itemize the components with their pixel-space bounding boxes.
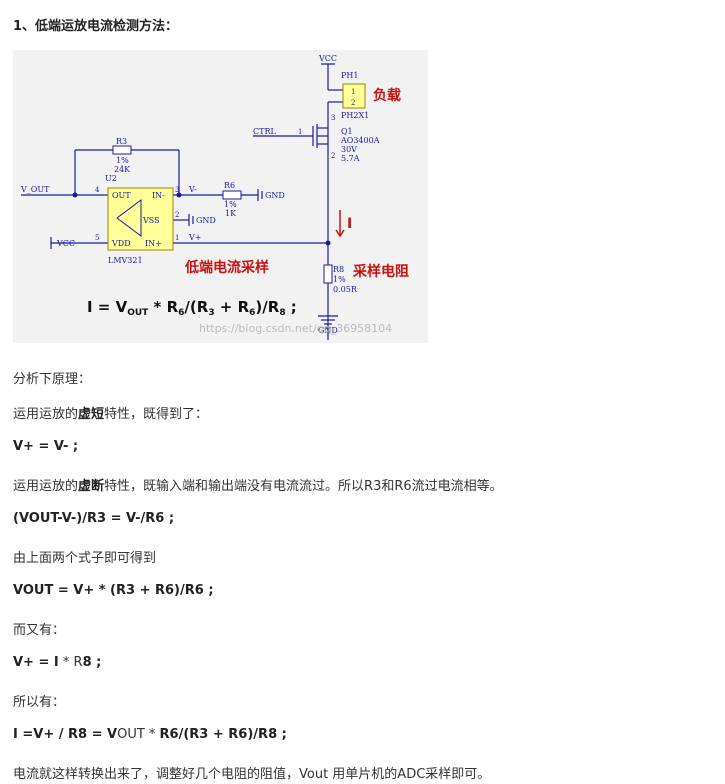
ctrl-label: CTRL xyxy=(253,127,276,136)
formula-part: ; xyxy=(286,298,297,316)
gnd3-label: GND xyxy=(318,326,338,335)
node-dot xyxy=(176,192,182,198)
r3-label: R3 xyxy=(116,137,127,146)
section-heading: 1、低端运放电流检测方法： xyxy=(13,19,179,34)
opamp-part-label: LMV321 xyxy=(108,256,143,265)
node-dot xyxy=(325,240,331,246)
formula-part: * R xyxy=(148,298,178,316)
text-run: 8 ; xyxy=(82,655,102,670)
op-pin4-label: 4 xyxy=(95,186,100,194)
formula-part: /(R xyxy=(184,298,208,316)
q1-part-label: AO3400A xyxy=(340,136,380,145)
resistor-r6 xyxy=(222,190,242,200)
text-run: 8 = V xyxy=(78,727,118,742)
paragraph: 所以有： xyxy=(13,695,66,710)
resistor-r3 xyxy=(112,145,132,155)
current-arrow xyxy=(335,210,345,238)
vminus-label: V- xyxy=(188,185,197,194)
circuit-schematic: VCC PH1 1 2 PH2X1 CTRL 1 3 2 Q1 AO3400A … xyxy=(20,54,409,340)
text-run: I =V+ / R xyxy=(13,727,79,742)
r6-label: R6 xyxy=(224,181,235,190)
pin2-label: 2 xyxy=(351,99,355,107)
load-label: 负载 xyxy=(373,87,401,104)
formula-sub: 6 xyxy=(178,308,184,318)
q1-label: Q1 xyxy=(341,127,353,136)
paragraph: 电流就这样转换出来了，调整好几个电阻的阻值，Vout 用单片机的ADC采样即可。 xyxy=(13,767,491,782)
equation: (VOUT-V-)/R3 = V-/R6 ; xyxy=(13,511,175,526)
r6-value-label: 1K xyxy=(225,209,237,218)
op-vdd-label: VDD xyxy=(111,239,131,248)
ph1-label: PH1 xyxy=(341,71,358,80)
r6-tol-label: 1% xyxy=(224,200,237,209)
u2-label: U2 xyxy=(105,174,117,183)
op-pin1-label: 1 xyxy=(175,234,179,242)
q1-voltage-label: 30V xyxy=(341,145,357,154)
op-inm-label: IN- xyxy=(152,191,165,200)
r8-tol-label: 1% xyxy=(333,275,346,284)
ph2x1-label: PH2X1 xyxy=(341,111,369,120)
node-dot xyxy=(72,192,78,198)
paragraph: 分析下原理： xyxy=(13,372,92,387)
q1-current-label: 5.7A xyxy=(341,154,360,163)
vcc-top-label: VCC xyxy=(318,54,337,63)
formula-part: + R xyxy=(215,298,250,316)
text-run: 运用运放的 xyxy=(13,479,79,494)
text-run: 特性，既输入端和输出端没有电流流过。所以R3和R6流过电流相等。 xyxy=(104,479,503,494)
vcc-left-label: VCC xyxy=(56,239,75,248)
formula-sub: 3 xyxy=(208,308,214,318)
text-run: OUT * xyxy=(117,727,160,742)
resistor-r8 xyxy=(323,264,333,284)
watermark: https://blog.csdn.net/qq_36958104 xyxy=(199,322,392,335)
op-pin2-label: 2 xyxy=(175,211,179,219)
gnd1-label: GND xyxy=(265,191,285,200)
op-vss-label: VSS xyxy=(142,216,160,225)
text-run: * R xyxy=(58,655,83,670)
current-label: I xyxy=(347,216,352,232)
vout-net-label: V_OUT xyxy=(20,185,50,194)
text-run: R6/(R3 + R6)/R xyxy=(159,727,269,742)
low-side-label: 低端电流采样 xyxy=(184,259,269,276)
opamp-triangle xyxy=(116,199,142,237)
bold-term: 虚短 xyxy=(78,407,105,422)
text-run: 特性，既得到了： xyxy=(104,407,209,422)
r8-label: R8 xyxy=(333,265,344,274)
text-run: V+ = I xyxy=(13,655,59,670)
paragraph: 运用运放的虚断特性，既输入端和输出端没有电流流过。所以R3和R6流过电流相等。 xyxy=(13,475,503,494)
paragraph: 运用运放的虚短特性，既得到了： xyxy=(13,403,208,422)
formula-sub: OUT xyxy=(127,308,149,318)
paragraph: 而又有： xyxy=(13,623,66,638)
paragraph: 由上面两个式子即可得到 xyxy=(13,551,157,566)
op-inp-label: IN+ xyxy=(145,239,162,248)
formula-part: I = V xyxy=(87,298,128,316)
gnd2-label: GND xyxy=(196,216,216,225)
circuit-figure: VCC PH1 1 2 PH2X1 CTRL 1 3 2 Q1 AO3400A … xyxy=(13,50,428,343)
equation: I =V+ / R8 = VOUT * R6/(R3 + R6)/R8 ; xyxy=(13,727,287,742)
op-pin3-label: 3 xyxy=(175,186,179,194)
equation: V+ = V- ; xyxy=(13,439,79,454)
text-run: 运用运放的 xyxy=(13,407,79,422)
q1-pin3-label: 3 xyxy=(331,114,335,122)
formula-sub: 8 xyxy=(279,308,285,318)
ctrl-pin-label: 1 xyxy=(298,128,302,136)
equation: V+ = I * R8 ; xyxy=(13,655,101,670)
load-connector xyxy=(342,83,366,109)
mosfet-symbol xyxy=(312,124,328,148)
bold-term: 虚断 xyxy=(78,479,105,494)
sense-resistor-label: 采样电阻 xyxy=(352,263,409,280)
r3-tol-label: 1% xyxy=(116,156,129,165)
current-formula: I = VOUT * R6/(R3 + R6)/R8 ; xyxy=(87,298,297,318)
formula-sub: 6 xyxy=(249,308,255,318)
formula-part: )/R xyxy=(255,298,279,316)
r3-value-label: 24K xyxy=(114,165,131,174)
vplus-label: V+ xyxy=(188,233,201,242)
r8-value-label: 0.05R xyxy=(333,285,358,294)
q1-pin2-label: 2 xyxy=(331,152,335,160)
op-out-label: OUT xyxy=(112,191,131,200)
pin1-label: 1 xyxy=(351,88,355,96)
op-pin5-label: 5 xyxy=(95,234,99,242)
equation: VOUT = V+ * (R3 + R6)/R6 ; xyxy=(13,583,214,598)
text-run: 8 ; xyxy=(268,727,287,742)
